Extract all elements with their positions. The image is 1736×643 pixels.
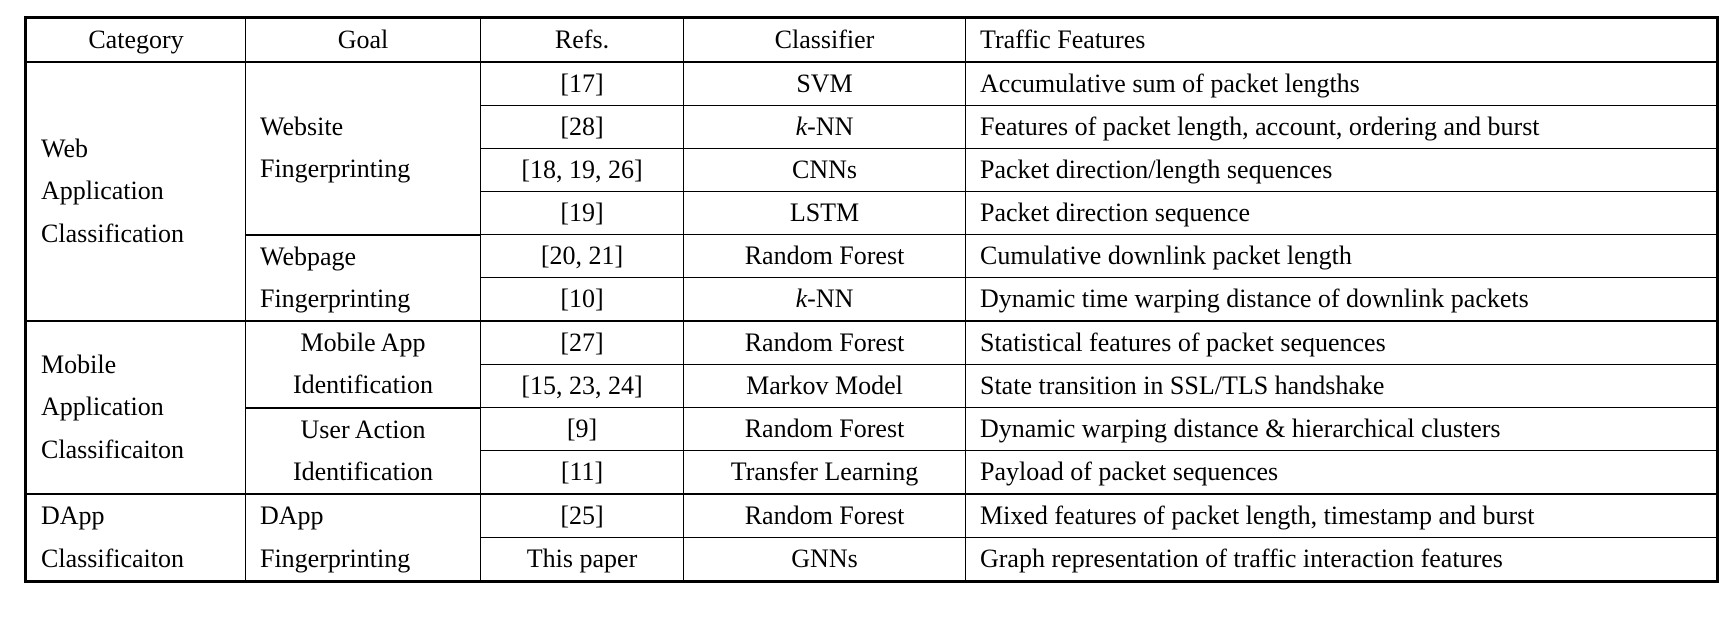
traffic-features-cell: State transition in SSL/TLS handshake bbox=[965, 364, 1718, 408]
column-header-category: Category bbox=[25, 17, 246, 63]
column-header-traffic-features: Traffic Features bbox=[965, 17, 1718, 63]
traffic-features-cell: Features of packet length, account, orde… bbox=[965, 105, 1718, 149]
category-line: Application bbox=[41, 392, 164, 422]
classifier-cell: LSTM bbox=[683, 191, 966, 235]
refs-cell: [10] bbox=[480, 277, 684, 322]
classifier-cell: Random Forest bbox=[683, 234, 966, 278]
classifier-italic-prefix: k bbox=[795, 283, 808, 313]
category-line: Classificaiton bbox=[41, 434, 184, 464]
category-line: Mobile bbox=[41, 350, 117, 380]
refs-cell: [19] bbox=[480, 191, 684, 235]
traffic-features-cell: Packet direction/length sequences bbox=[965, 148, 1718, 192]
traffic-features-cell: Dynamic warping distance & hierarchical … bbox=[965, 407, 1718, 451]
column-header-goal: Goal bbox=[245, 17, 481, 63]
category-line: Web bbox=[41, 134, 88, 164]
classifier-cell: CNNs bbox=[683, 148, 966, 192]
category-line: Classification bbox=[41, 218, 184, 248]
header-row: Category Goal Refs. Classifier Traffic F… bbox=[25, 17, 1718, 63]
refs-cell: [15, 23, 24] bbox=[480, 364, 684, 408]
column-header-refs: Refs. bbox=[480, 17, 684, 63]
traffic-features-cell: Payload of packet sequences bbox=[965, 450, 1718, 495]
traffic-features-cell: Mixed features of packet length, timesta… bbox=[965, 493, 1718, 538]
refs-cell: [11] bbox=[480, 450, 684, 495]
classifier-cell: SVM bbox=[683, 61, 966, 106]
goal-line: Website bbox=[260, 112, 344, 142]
table-container: Category Goal Refs. Classifier Traffic F… bbox=[24, 16, 1719, 583]
refs-cell: [18, 19, 26] bbox=[480, 148, 684, 192]
column-header-classifier: Classifier bbox=[683, 17, 966, 63]
category-line: Classificaiton bbox=[41, 543, 184, 573]
comparison-table: Category Goal Refs. Classifier Traffic F… bbox=[24, 16, 1719, 583]
classifier-cell: Random Forest bbox=[683, 320, 966, 365]
refs-cell: [9] bbox=[480, 407, 684, 451]
table-header: Category Goal Refs. Classifier Traffic F… bbox=[25, 17, 1718, 63]
refs-cell: [20, 21] bbox=[480, 234, 684, 278]
classifier-label: -NN bbox=[807, 283, 854, 313]
traffic-features-cell: Graph representation of traffic interact… bbox=[965, 537, 1718, 582]
classifier-cell: Markov Model bbox=[683, 364, 966, 408]
classifier-cell: Transfer Learning bbox=[683, 450, 966, 495]
category-line: DApp bbox=[41, 501, 105, 531]
goal-line: Fingerprinting bbox=[260, 154, 411, 184]
traffic-features-cell: Accumulative sum of packet lengths bbox=[965, 61, 1718, 106]
goal-line: Mobile App bbox=[300, 328, 426, 358]
goal-line: Fingerprinting bbox=[260, 283, 411, 313]
classifier-cell: k-NN bbox=[683, 277, 966, 322]
refs-cell: [28] bbox=[480, 105, 684, 149]
traffic-features-cell: Dynamic time warping distance of downlin… bbox=[965, 277, 1718, 322]
goal-line: Identification bbox=[292, 456, 434, 486]
goal-line: Webpage bbox=[260, 241, 357, 271]
refs-cell: [25] bbox=[480, 493, 684, 538]
category-line: Application bbox=[41, 176, 164, 206]
traffic-features-cell: Cumulative downlink packet length bbox=[965, 234, 1718, 278]
classifier-italic-prefix: k bbox=[795, 111, 808, 141]
refs-cell: [17] bbox=[480, 61, 684, 106]
classifier-cell: k-NN bbox=[683, 105, 966, 149]
goal-line: DApp bbox=[260, 501, 324, 531]
refs-cell: This paper bbox=[480, 537, 684, 582]
classifier-cell: GNNs bbox=[683, 537, 966, 582]
classifier-cell: Random Forest bbox=[683, 493, 966, 538]
goal-line: Fingerprinting bbox=[260, 543, 411, 573]
refs-cell: [27] bbox=[480, 320, 684, 365]
classifier-cell: Random Forest bbox=[683, 407, 966, 451]
traffic-features-cell: Packet direction sequence bbox=[965, 191, 1718, 235]
traffic-features-cell: Statistical features of packet sequences bbox=[965, 320, 1718, 365]
classifier-label: -NN bbox=[807, 111, 854, 141]
goal-line: Identification bbox=[292, 370, 434, 400]
goal-line: User Action bbox=[300, 414, 426, 444]
